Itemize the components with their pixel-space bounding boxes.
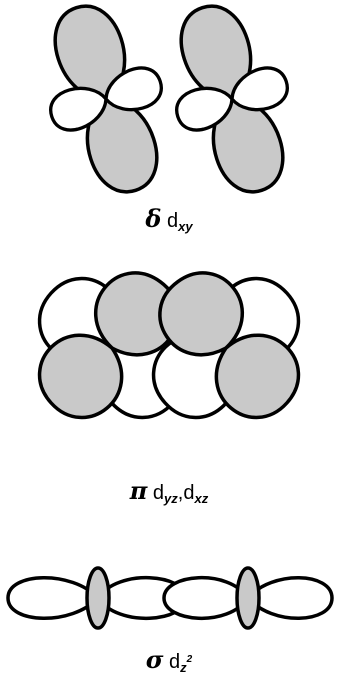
- torus-ring: [237, 568, 259, 628]
- delta-dxy-orbital-left: [45, 0, 167, 200]
- subscript-xz: xz: [194, 491, 208, 506]
- sigma-dz2-orbital-left: [8, 568, 186, 628]
- pi-symbol: π: [130, 476, 148, 505]
- label-sigma-dz2: σ dz2: [0, 645, 338, 675]
- label-pi-dyz-dxz: π dyz,dxz: [0, 476, 338, 506]
- lobe-outer: [8, 578, 98, 619]
- delta-dxy-orbital-right: [171, 0, 293, 200]
- orbital-d: d: [169, 651, 180, 673]
- superscript-2: 2: [187, 654, 193, 665]
- orbital-d-first: d: [153, 482, 164, 504]
- torus-ring: [87, 568, 109, 628]
- sigma-symbol: σ: [146, 645, 164, 674]
- sigma-dz2-orbital-right: [164, 568, 332, 628]
- subscript-yz: yz: [164, 491, 178, 506]
- label-delta-dxy: δ dxy: [0, 204, 338, 234]
- subscript-xy: xy: [178, 219, 192, 234]
- delta-symbol: δ: [145, 204, 161, 233]
- orbital-d-second: d: [183, 482, 194, 504]
- orbital-d: d: [167, 210, 178, 232]
